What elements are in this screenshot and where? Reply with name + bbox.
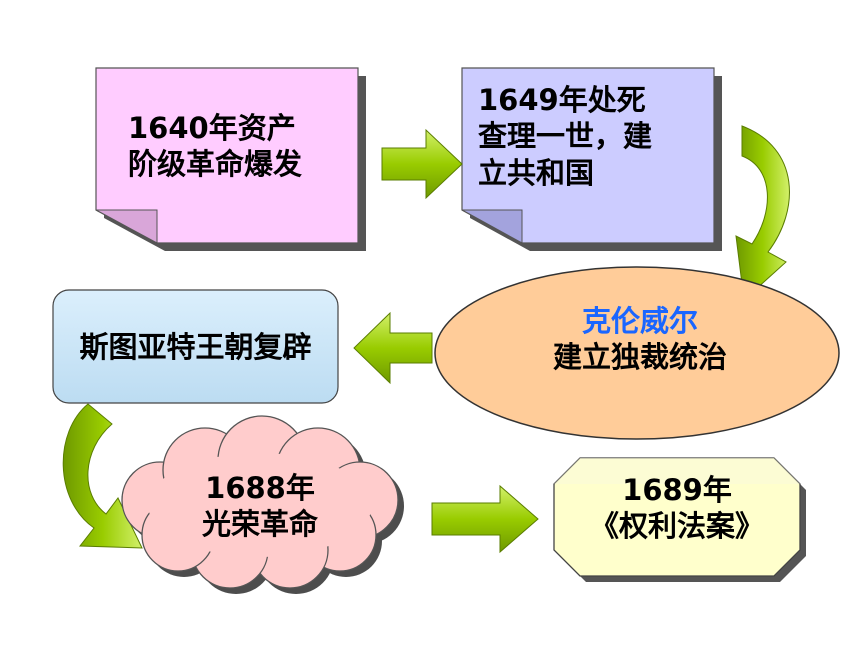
label-line: 光荣革命 — [201, 507, 318, 542]
label-restoration: 斯图亚特王朝复辟 — [53, 329, 338, 365]
label-glorious-revolution: 1688年 光荣革命 — [160, 470, 360, 543]
ellipse-cromwell — [434, 266, 840, 440]
box-restoration — [52, 289, 339, 404]
label-line: 阶级革命爆发 — [128, 147, 303, 182]
label-line: 查理一世，建 — [478, 119, 653, 154]
label-line: 1689年 — [622, 473, 732, 507]
note-1640-revolution — [95, 67, 366, 251]
cloud-glorious-revolution — [121, 415, 404, 594]
label-line: 1640年资产 — [128, 111, 296, 145]
arrow-right-1 — [381, 128, 463, 200]
label-1649-execution: 1649年处死 查理一世，建 立共和国 — [478, 82, 652, 191]
label-line: 《权利法案》 — [589, 509, 764, 544]
label-cromwell-name: 克伦威尔 — [581, 304, 698, 338]
label-1640-revolution: 1640年资产 阶级革命爆发 — [128, 110, 302, 183]
label-line: 斯图亚特王朝复辟 — [79, 330, 312, 364]
label-cromwell: 克伦威尔 建立独裁统治 — [500, 303, 780, 376]
label-line: 1649年处死 — [478, 83, 646, 117]
curved-arrow-down-right — [735, 125, 790, 302]
octagon-bill-of-rights — [553, 457, 806, 582]
arrow-left-2 — [353, 311, 433, 385]
curved-arrow-down-left — [62, 403, 143, 549]
label-line: 立共和国 — [478, 155, 595, 190]
label-cromwell-text: 建立独裁统治 — [552, 340, 727, 375]
arrow-right-3 — [431, 484, 539, 554]
label-bill-of-rights: 1689年 《权利法案》 — [554, 472, 800, 545]
label-line: 1688年 — [205, 471, 315, 505]
note-1649-execution — [461, 67, 722, 251]
